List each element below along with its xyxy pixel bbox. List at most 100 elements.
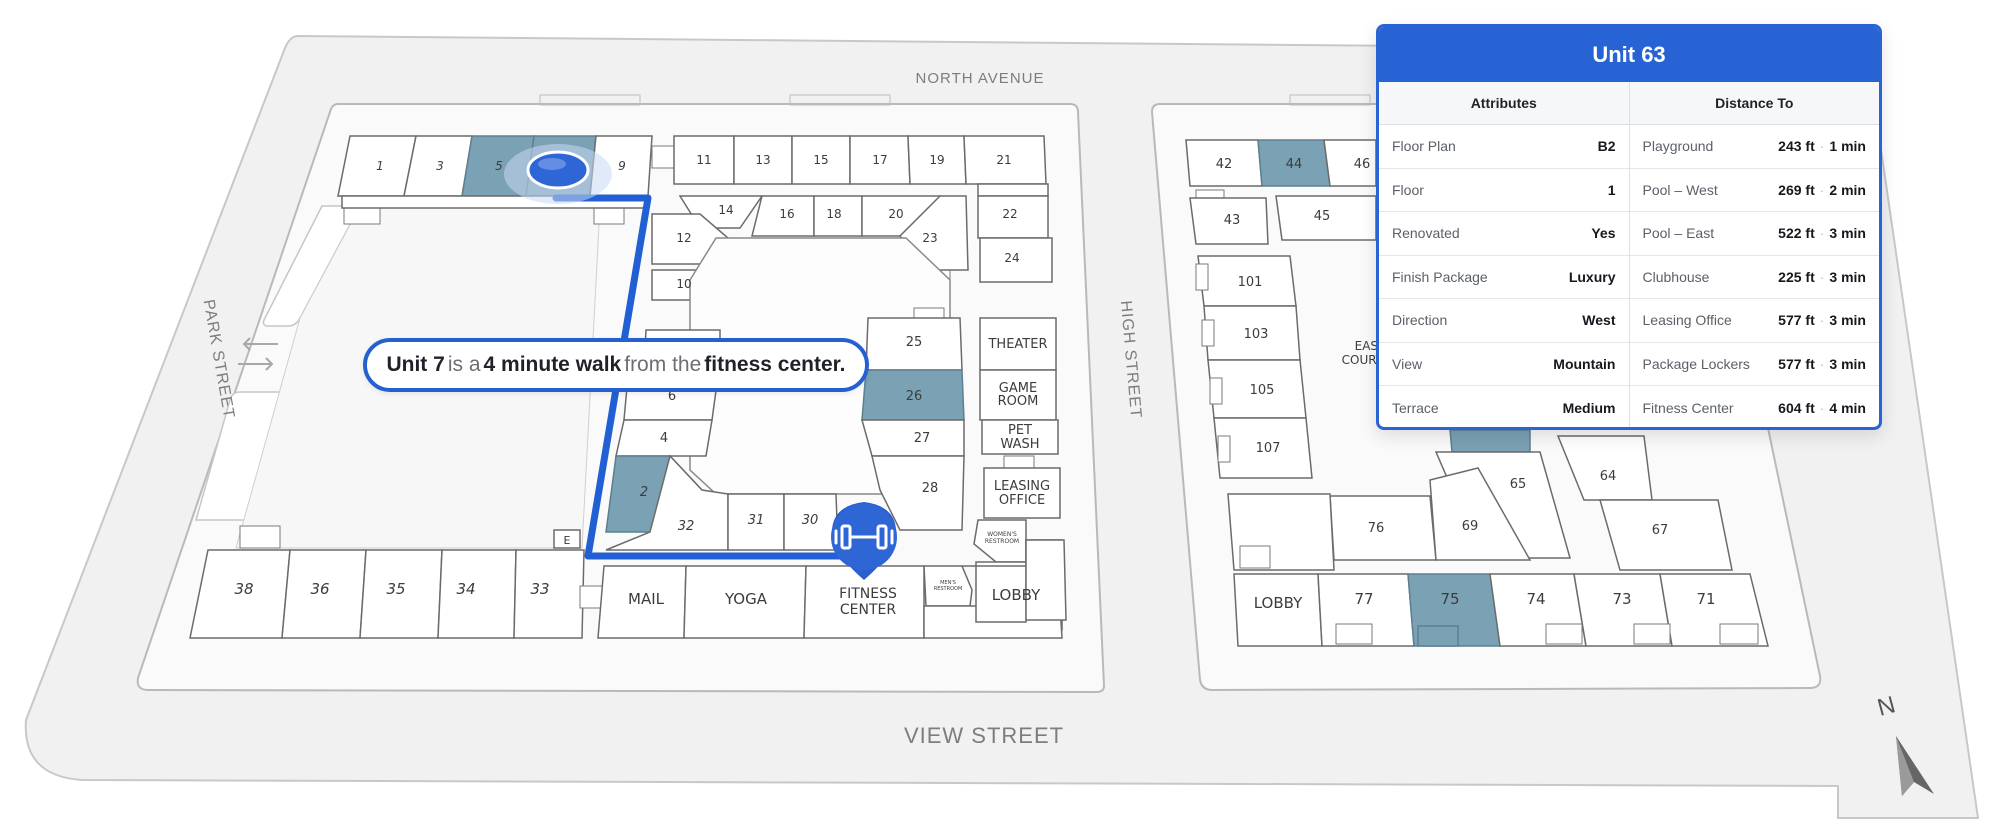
fitness-center-label: FITNESS (839, 586, 897, 602)
unit-label: 103 (1244, 327, 1269, 342)
attribute-value: West (1582, 312, 1616, 329)
unit-label: 10 (676, 277, 691, 291)
mens-restroom-label: RESTROOM (934, 586, 963, 592)
panel-column-headers: Attributes Distance To (1379, 82, 1879, 125)
attribute-value: Mountain (1553, 355, 1616, 372)
yoga-label: YOGA (724, 590, 768, 608)
unit-label: 71 (1696, 590, 1715, 608)
unit-label: 69 (1462, 519, 1479, 534)
attribute-value: 1 (1607, 181, 1616, 198)
game-room-label: GAME (999, 381, 1037, 396)
panel-title: Unit 63 (1379, 27, 1879, 82)
attribute-label: Direction (1392, 312, 1448, 329)
destination-label: Pool – East (1642, 225, 1715, 242)
pet-wash-label: PET (1008, 423, 1032, 438)
unit-label: 26 (906, 389, 923, 404)
street-label-view: VIEW STREET (904, 723, 1064, 748)
attribute-value: Yes (1591, 225, 1616, 242)
distance-value: 269 ft (1778, 181, 1815, 198)
unit-label: 107 (1256, 441, 1281, 456)
west-building-north (337, 135, 1047, 225)
unit-label: 27 (914, 431, 931, 446)
unit-label: 43 (1224, 213, 1241, 228)
unit-label: 101 (1238, 275, 1263, 290)
mens-restroom-label: MEN'S (940, 580, 956, 586)
unit-label: 76 (1368, 521, 1385, 536)
unit-label: 2 (640, 485, 648, 500)
attribute-label: View (1392, 355, 1423, 372)
unit-label: 67 (1652, 523, 1669, 538)
distance-value: 577 ft (1778, 312, 1815, 329)
unit-label: 35 (386, 580, 405, 598)
unit-label: 6 (668, 389, 676, 404)
destination-label: Package Lockers (1642, 355, 1750, 372)
pet-wash-label: WASH (1000, 437, 1039, 452)
unit-label: 4 (660, 431, 668, 446)
unit-label: 9 (618, 159, 626, 173)
unit-label: 20 (888, 207, 903, 221)
callout-unit: Unit 7 (386, 353, 445, 376)
mail-label: MAIL (628, 590, 665, 608)
attribute-row: View Mountain (1379, 343, 1629, 386)
destination-label: Playground (1642, 138, 1714, 155)
unit-label: 1 (376, 159, 384, 173)
womens-restroom-label: RESTROOM (985, 538, 1019, 545)
distance-value: 577 ft (1778, 355, 1815, 372)
west-north-labels: 1 3 5 9 11 13 15 17 19 21 (376, 153, 1011, 173)
unit-label: 17 (872, 153, 887, 167)
time-value: 3 min (1829, 268, 1866, 285)
callout-duration: 4 minute walk (483, 353, 622, 376)
unit-label: 32 (678, 519, 695, 534)
unit-label: 34 (456, 580, 475, 598)
callout-text: is a (447, 353, 481, 376)
destination-label: Leasing Office (1642, 312, 1732, 329)
unit-label: 73 (1612, 590, 1631, 608)
lobby-label: LOBBY (992, 586, 1041, 604)
attribute-value: Luxury (1568, 268, 1616, 285)
unit-label: 24 (1004, 251, 1019, 265)
compass-north-label: N (1875, 691, 1899, 722)
unit-label: 14 (718, 203, 733, 217)
dumbbell-icon (831, 502, 897, 580)
unit-label: 44 (1286, 157, 1303, 172)
attribute-label: Floor Plan (1392, 138, 1456, 155)
attribute-row: Direction West (1379, 299, 1629, 343)
lobby-label: LOBBY (1254, 594, 1303, 612)
distance-value: 604 ft (1778, 399, 1815, 416)
attributes-header: Attributes (1379, 82, 1630, 124)
theater-label: THEATER (987, 337, 1047, 352)
unit-label: 28 (922, 481, 939, 496)
unit-label: 38 (234, 580, 253, 598)
destination-label: Clubhouse (1642, 268, 1710, 285)
unit-label: 5 (495, 159, 503, 173)
fitness-center-label: CENTER (840, 602, 896, 618)
unit-label: 74 (1526, 590, 1545, 608)
unit-label: 21 (996, 153, 1011, 167)
unit-label: 16 (779, 207, 794, 221)
walk-time-callout: Unit 7 is a 4 minute walk from the fitne… (363, 338, 869, 392)
attribute-value: B2 (1597, 138, 1616, 155)
distance-value: 225 ft (1778, 268, 1815, 285)
attribute-row: Floor Plan B2 (1379, 125, 1629, 169)
north-arrow-icon: N (1875, 691, 1934, 796)
center-right-labels: 25 26 27 28 (906, 335, 939, 496)
amenity-labels: THEATER GAME ROOM PET WASH LEASING OFFIC… (985, 337, 1050, 545)
unit-label: 30 (802, 513, 819, 528)
unit-label: 11 (696, 153, 711, 167)
unit-label: 18 (826, 207, 841, 221)
time-value: 3 min (1829, 312, 1866, 329)
attribute-label: Floor (1392, 181, 1424, 198)
center-left-labels: 6 4 2 32 31 30 (640, 389, 818, 534)
time-value: 1 min (1829, 138, 1866, 155)
